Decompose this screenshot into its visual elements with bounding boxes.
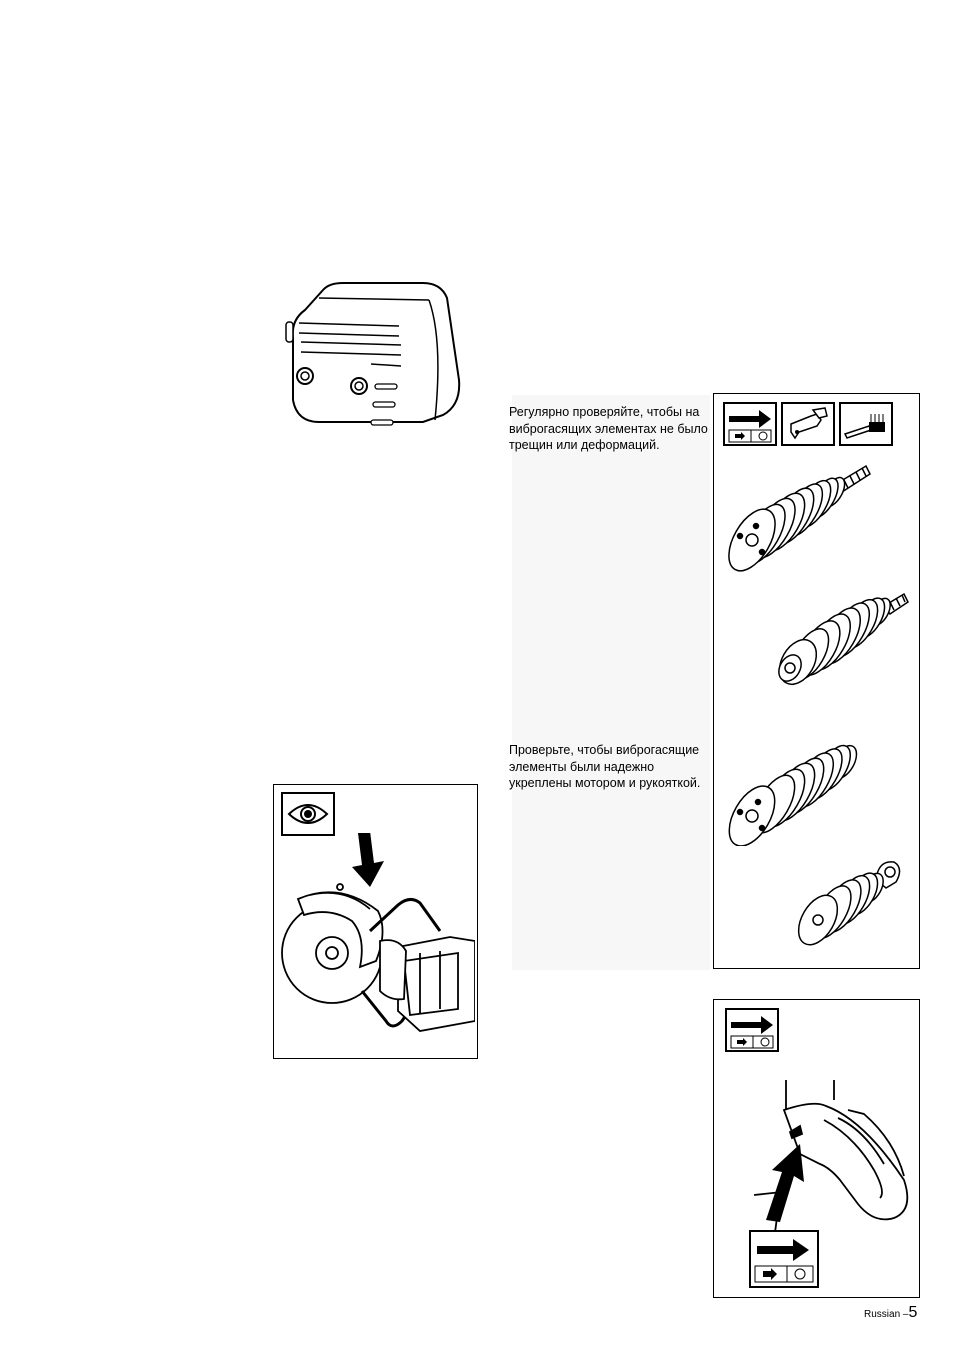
muffler-illustration	[283, 280, 463, 445]
cutoff-saw-guard-illustration	[280, 881, 475, 1053]
wrench-icon	[781, 402, 835, 446]
vibration-damper-icon	[726, 736, 866, 846]
footer-language: Russian	[864, 1309, 900, 1320]
vibration-damper-icon	[772, 584, 912, 699]
vibration-damper-panel	[713, 393, 920, 969]
arrow-stop-icon	[725, 1008, 779, 1052]
arrow-up-icon	[760, 1142, 810, 1222]
text-column-shade	[512, 395, 710, 970]
vibration-damper-icon	[726, 456, 876, 576]
arrow-stop-icon	[723, 402, 777, 446]
saw-guard-inspection-panel	[273, 784, 478, 1059]
page-number: 5	[908, 1304, 917, 1321]
eye-icon	[281, 792, 335, 836]
vibration-damper-icon	[794, 854, 904, 959]
stop-switch-panel	[713, 999, 920, 1298]
page-footer: Russian –5	[864, 1304, 917, 1322]
brush-icon	[839, 402, 893, 446]
vibration-damper-check-text: Регулярно проверяйте, чтобы на виброгася…	[509, 404, 709, 454]
arrow-stop-icon	[749, 1230, 819, 1288]
vibration-damper-fixed-text: Проверьте, чтобы виброгасящие элементы б…	[509, 742, 709, 792]
